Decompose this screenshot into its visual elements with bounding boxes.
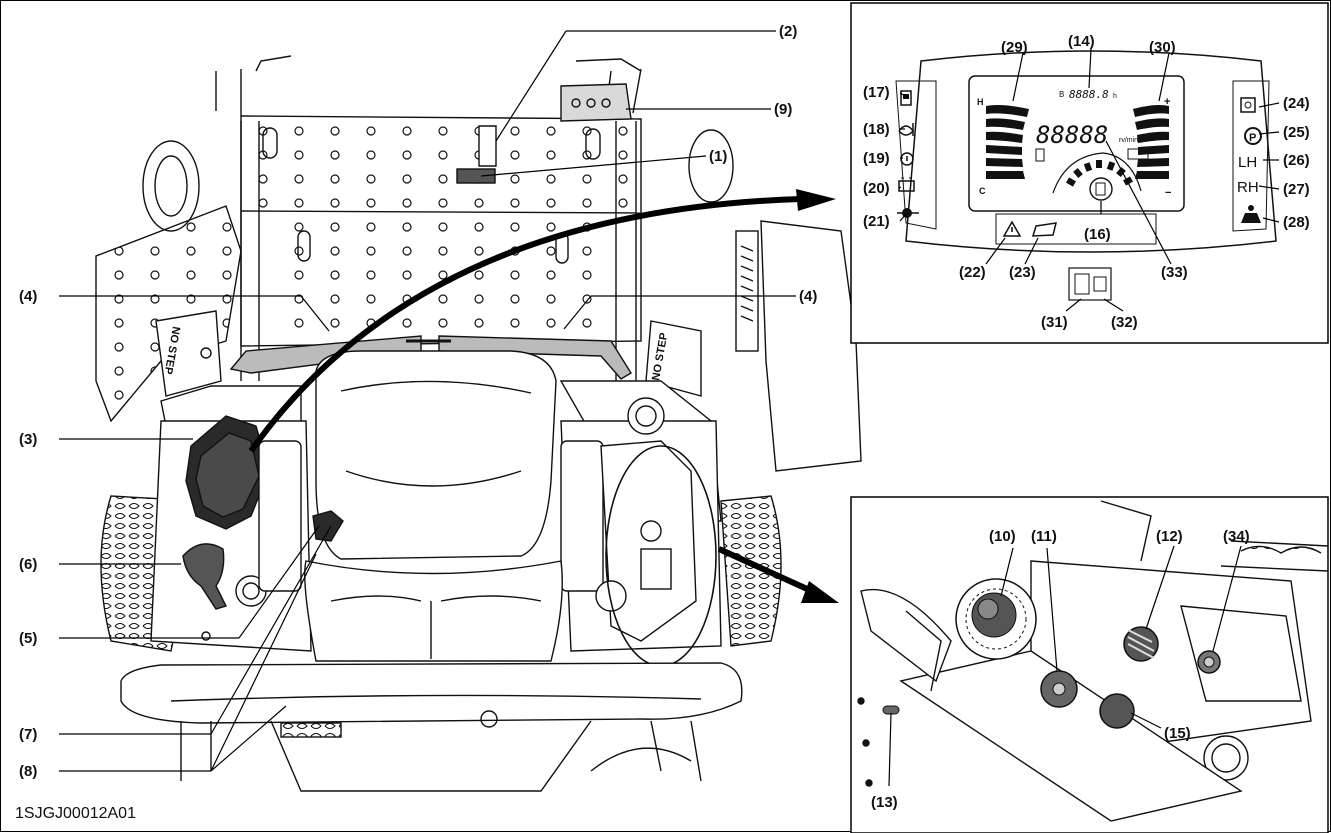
callout-8: (8): [19, 763, 37, 780]
callout-25: (25): [1283, 124, 1310, 141]
callout-28: (28): [1283, 214, 1310, 231]
temp-hot-mark: H: [977, 97, 984, 107]
callout-26: (26): [1283, 152, 1310, 169]
callout-1: (1): [709, 148, 727, 165]
straight-arrow: [717, 546, 818, 596]
callout-24: (24): [1283, 95, 1310, 112]
glow-indicator-icon: [900, 152, 914, 166]
rh-indicator-label: RH: [1237, 179, 1259, 196]
fuel-bargraph: [1133, 105, 1169, 179]
callout-30: (30): [1149, 39, 1176, 56]
leader-lines: [59, 30, 796, 772]
callout-22: (22): [959, 264, 986, 281]
callout-15: (15): [1164, 725, 1191, 742]
fuel-empty-mark: −: [1165, 187, 1171, 199]
callout-16: (16): [1084, 226, 1111, 243]
machine-drawing: [95, 55, 862, 792]
oil-pressure-indicator-icon: [898, 123, 914, 136]
pto-indicator-icon: [1240, 97, 1256, 113]
callout-2: (2): [779, 23, 797, 40]
callout-4-right: (4): [799, 288, 817, 305]
throttle-knob: [1040, 670, 1078, 708]
operator-presence-indicator-icon: [1241, 205, 1261, 223]
battery-indicator-icon: [898, 177, 915, 192]
coolant-lcd-icon: [1035, 148, 1045, 162]
tachometer-value: 88888: [1036, 121, 1108, 149]
fuel-full-mark: +: [1164, 96, 1170, 108]
arrowhead-upper: [796, 189, 836, 211]
hour-light-switch: [1197, 650, 1221, 674]
svg-text:P: P: [1249, 132, 1256, 144]
regen-lcd-icon: [1127, 148, 1149, 160]
callout-33: (33): [1161, 264, 1188, 281]
callout-10: (10): [989, 528, 1016, 545]
inset-instrument-panel: P LH RH H C + − B 8888.8 h 88888 rv/m: [850, 2, 1329, 344]
hourmeter-value: 8888.8: [1069, 88, 1109, 101]
key-switch: [955, 578, 1037, 660]
callout-23: (23): [1009, 264, 1036, 281]
temp-bargraph: [986, 105, 1029, 179]
callout-31: (31): [1041, 314, 1068, 331]
choke-knob: [1123, 626, 1159, 662]
warning-indicator-icon: [1002, 220, 1022, 237]
speed-arc-bargraph: [1066, 160, 1133, 187]
parking-brake-indicator-icon: P: [1244, 127, 1262, 145]
callout-7: (7): [19, 726, 37, 743]
accessory-socket: [1099, 693, 1135, 729]
callout-21: (21): [863, 213, 890, 230]
callout-18: (18): [863, 121, 890, 138]
callout-6: (6): [19, 556, 37, 573]
curved-arrow: [248, 196, 802, 453]
temp-cold-mark: C: [979, 186, 986, 196]
callout-29: (29): [1001, 39, 1028, 56]
callout-13: (13): [871, 794, 898, 811]
callout-11: (11): [1031, 528, 1057, 545]
callout-20: (20): [863, 180, 890, 197]
callout-3: (3): [19, 431, 37, 448]
regen-switch-icon: [1068, 267, 1112, 301]
callout-34: (34): [1223, 528, 1250, 545]
callout-19: (19): [863, 150, 890, 167]
inset-control-panel: [850, 496, 1329, 833]
callout-32: (32): [1111, 314, 1138, 331]
callout-27: (27): [1283, 181, 1310, 198]
callout-labels: (2) (9) (1) (3) (4) (4) (6) (5) (7) (8) …: [19, 23, 1310, 811]
lh-indicator-label: LH: [1238, 154, 1257, 171]
dpf-indicator-icon: [1089, 177, 1113, 201]
hourmeter-unit: h: [1113, 93, 1117, 100]
callout-5: (5): [19, 630, 37, 647]
maintenance-indicator-icon: [1031, 222, 1058, 237]
callout-17: (17): [863, 84, 890, 101]
pointer-arrows: [248, 189, 839, 603]
callout-14: (14): [1068, 33, 1095, 50]
hourmeter-b-mark: B: [1059, 90, 1064, 99]
fuse-lever: [882, 705, 900, 715]
figure-code: 1SJGJ00012A01: [15, 805, 136, 822]
arrowhead-lower: [801, 581, 839, 603]
callout-12: (12): [1156, 528, 1183, 545]
tachometer-unit: rv/min: [1119, 137, 1138, 144]
callout-9: (9): [774, 101, 792, 118]
callout-4-left: (4): [19, 288, 37, 305]
